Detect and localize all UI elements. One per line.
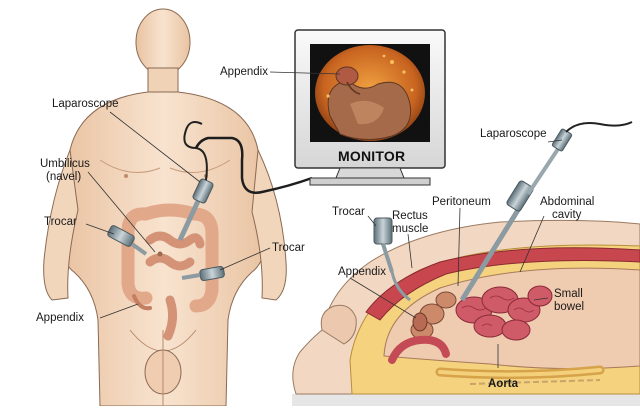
umbilicus-mark <box>157 251 163 257</box>
label-trocar-right: Trocar <box>332 206 365 218</box>
label-peritoneum: Peritoneum <box>432 196 491 208</box>
human-figure <box>43 8 287 407</box>
label-laparoscope-left: Laparoscope <box>52 98 119 110</box>
monitor-label: MONITOR <box>338 148 406 164</box>
label-abdominal: Abdominal <box>540 196 595 208</box>
label-appendix-right: Appendix <box>338 266 386 278</box>
label-abdominal-cavity: cavity <box>552 209 582 221</box>
trocar-left <box>107 225 148 256</box>
label-laparoscope-right: Laparoscope <box>480 128 547 140</box>
laparoscope-right <box>459 121 633 302</box>
label-appendix-monitor: Appendix <box>220 66 268 78</box>
label-rectus-muscle: muscle <box>392 223 429 235</box>
label-small: Small <box>554 288 583 300</box>
label-rectus: Rectus <box>392 210 428 222</box>
label-small-bowel: bowel <box>554 301 585 313</box>
label-umbilicus-navel: (navel) <box>46 171 82 183</box>
trocar-right <box>373 217 411 302</box>
label-umbilicus: Umbilicus <box>40 158 90 170</box>
label-aorta: Aorta <box>488 378 519 390</box>
label-appendix-left: Appendix <box>36 312 84 324</box>
leader-lines <box>85 71 563 368</box>
label-trocar-middle: Trocar <box>272 242 305 254</box>
monitor-cable <box>194 136 313 194</box>
label-trocar-left: Trocar <box>44 216 77 228</box>
monitor <box>294 29 446 186</box>
abdomen-cross-section <box>292 219 640 406</box>
trocar-middle <box>181 265 225 282</box>
laparoscope-left <box>177 121 214 242</box>
